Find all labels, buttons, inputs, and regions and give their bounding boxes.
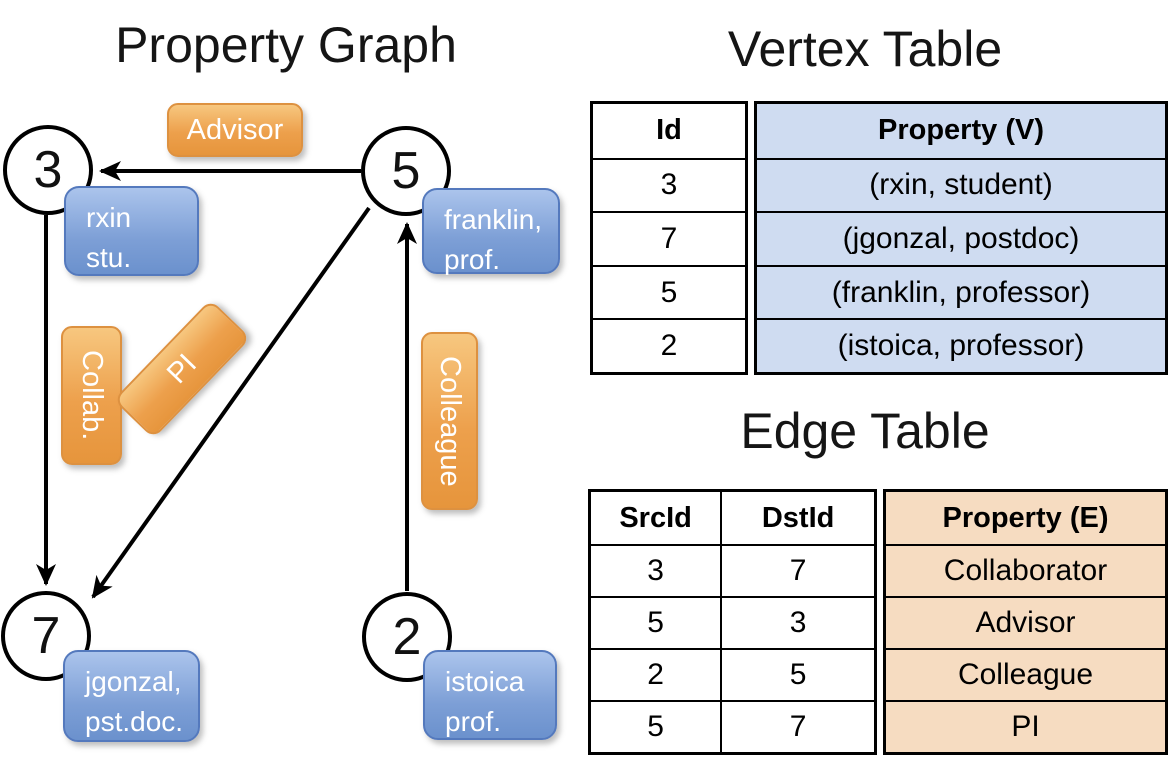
vertex-table-id-column: Id 3 7 5 2	[590, 101, 748, 375]
vertex-property-line: stu.	[86, 241, 132, 273]
edge-table-property-column: Property (E) Collaborator Advisor Collea…	[883, 489, 1168, 755]
vertex-property-line: franklin,	[444, 204, 543, 235]
vertex-property-box-rxin: rxin stu.	[64, 186, 199, 276]
edge-table-header-srcid: SrcId	[591, 492, 723, 544]
edge-table-title: Edge Table	[740, 403, 990, 459]
vertex-table-id-cell: 5	[593, 264, 745, 319]
vertex-property-line: prof.	[444, 243, 501, 275]
vertex-table-property-cell: (franklin, professor)	[757, 264, 1165, 319]
vertex-table-property-cell: (jgonzal, postdoc)	[757, 211, 1165, 265]
vertex-property-line: pst.doc.	[85, 705, 184, 737]
edge-table-src-cell: 5	[591, 700, 723, 752]
vertex-table-title: Vertex Table	[727, 21, 1003, 77]
vertex-table-property-cell: (istoica, professor)	[757, 318, 1165, 372]
vertex-property-line: istoica	[445, 666, 525, 697]
edge-table-property-cell: PI	[886, 700, 1165, 752]
vertex-table-header-id: Id	[656, 114, 682, 147]
graph-node-2: 2	[362, 592, 452, 682]
edge-table-src-cell: 2	[591, 648, 723, 700]
edge-label-colleague: Colleague	[421, 332, 478, 510]
vertex-property-line: rxin	[86, 202, 132, 233]
edge-table-header-property: Property (E)	[886, 492, 1165, 544]
edge-table-dst-cell: 3	[722, 596, 874, 648]
edge-table-dst-cell: 5	[722, 648, 874, 700]
vertex-table-id-cell: 2	[593, 318, 745, 372]
vertex-table-id-cell: 3	[593, 157, 745, 212]
edge-table-src-cell: 5	[591, 596, 723, 648]
edge-label-collab: Collab.	[61, 326, 122, 465]
property-graph-title: Property Graph	[115, 17, 457, 73]
edge-line-pi-5-to-7	[91, 206, 371, 599]
edge-table-src-cell: 3	[591, 544, 723, 596]
edge-table-header-dstid: DstId	[761, 501, 835, 534]
edge-table-property-cell: Colleague	[886, 648, 1165, 700]
edge-table-dst-cell: 7	[722, 700, 874, 752]
vertex-table-id-cell: 7	[593, 211, 745, 265]
graph-edges	[36, 161, 417, 599]
edge-label-advisor: Advisor	[167, 103, 303, 157]
vertex-property-box-jgonzal: jgonzal, pst.doc.	[63, 650, 200, 742]
edge-table-property-cell: Advisor	[886, 596, 1165, 648]
vertex-property-line: jgonzal,	[85, 666, 182, 697]
edge-table-dst-cell: 7	[722, 544, 874, 596]
vertex-table-property-cell: (rxin, student)	[757, 157, 1165, 212]
graph-node-5: 5	[361, 126, 451, 216]
edge-table-property-cell: Collaborator	[886, 544, 1165, 596]
vertex-property-box-istoica: istoica prof.	[423, 650, 557, 740]
vertex-property-line: prof.	[445, 705, 502, 737]
vertex-table-header-property: Property (V)	[757, 104, 1165, 158]
edge-table-src-dst-columns: SrcId DstId 3 7 5 3 2 5 5 7	[588, 489, 877, 755]
vertex-property-box-franklin: franklin, prof.	[422, 188, 560, 275]
vertex-table-property-column: Property (V) (rxin, student) (jgonzal, p…	[754, 101, 1168, 375]
